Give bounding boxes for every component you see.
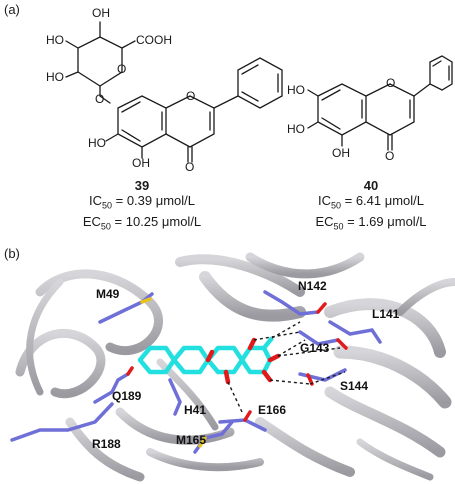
- residue-label-m49: M49: [96, 287, 120, 301]
- atom-cooh: COOH: [136, 33, 172, 47]
- residue-label-m165: M165: [176, 433, 206, 447]
- chemical-structures: [65, 21, 453, 163]
- atom-glyco-o: O: [95, 92, 105, 106]
- hydrogen-bonds: [227, 321, 346, 413]
- protein-ribbon: [15, 252, 455, 482]
- compound-39-structure: [65, 21, 283, 163]
- residue-label-l141: L141: [372, 307, 400, 321]
- docking-pose-image: M49 N142 L141 G143 S144 Q189 H41 E166 R1…: [10, 252, 455, 482]
- residue-labels: M49 N142 L141 G143 S144 Q189 H41 E166 R1…: [92, 279, 400, 451]
- compound-40-caption: 40 IC50 = 6.41 μmol/L EC50 = 1.69 μmol/L: [296, 178, 446, 234]
- ligand-oxygens: [205, 337, 281, 385]
- atom-ho-6: HO: [88, 136, 106, 150]
- residue-label-q189: Q189: [112, 389, 142, 403]
- atom-ho-7: HO: [287, 83, 305, 97]
- atom-ho-lower-left: HO: [46, 70, 64, 84]
- panel-b-label: (b): [4, 246, 20, 261]
- panel-a-label: (a): [4, 2, 20, 17]
- compound-40-structure: [307, 55, 453, 151]
- compound-40-ic50: IC50 = 6.41 μmol/L: [317, 193, 425, 211]
- compound-40-ec50: EC50 = 1.69 μmol/L: [315, 213, 427, 232]
- atom-carbonyl-o: O: [185, 160, 195, 174]
- atom-chromone-o-40: O: [386, 76, 396, 90]
- atom-oh-top: OH: [92, 6, 110, 20]
- compound-39-atom-labels: OH HO COOH HO O O O HO OH O: [0, 0, 455, 175]
- atom-chromone-o: O: [186, 89, 196, 103]
- atom-oh-5-40: OH: [332, 146, 350, 160]
- residue-label-r188: R188: [92, 437, 121, 451]
- atom-oh-5: OH: [132, 156, 150, 170]
- compound-39-caption: 39 IC50 = 0.39 μmol/L EC50 = 10.25 μmol/…: [62, 178, 222, 234]
- residue-label-e166: E166: [258, 403, 286, 417]
- compound-39-number: 39: [134, 178, 150, 193]
- residue-label-s144: S144: [340, 379, 368, 393]
- compound-40-atom-labels: HO O HO OH O: [0, 0, 455, 175]
- atom-carbonyl-o-40: O: [385, 149, 395, 163]
- residue-label-g143: G143: [300, 341, 330, 355]
- residue-label-h41: H41: [184, 403, 206, 417]
- atom-ho-upper-left: HO: [46, 33, 64, 47]
- compound-39-ic50: IC50 = 0.39 μmol/L: [88, 193, 196, 211]
- compound-39-ec50: EC50 = 10.25 μmol/L: [82, 213, 202, 232]
- residue-sticks: [10, 290, 382, 454]
- atom-ho-6-40: HO: [287, 122, 305, 136]
- atom-ring-o: O: [117, 62, 127, 76]
- compound-40-number: 40: [363, 178, 379, 193]
- residue-label-n142: N142: [298, 279, 327, 293]
